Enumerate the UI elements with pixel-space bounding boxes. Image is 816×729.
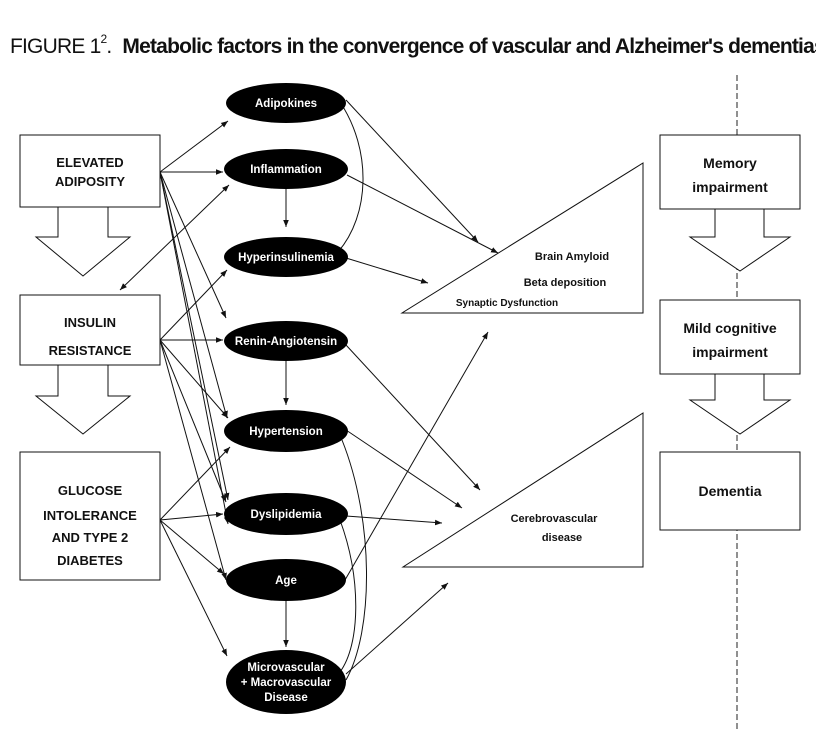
outcome-triangles: Brain Amyloid Beta deposition Synaptic D… <box>400 162 644 568</box>
ellipse-renin-angiotensin <box>224 321 348 361</box>
ellipse-microvascular-line-1: Microvascular <box>247 662 325 674</box>
box-mild-cognitive-impairment <box>659 299 801 375</box>
down-arrow-memory-mci <box>688 207 792 272</box>
arrow-insulin-hypertension <box>159 339 229 419</box>
arrow-inflammation-insulin <box>119 184 230 291</box>
ellipse-hyperinsulinemia <box>224 237 348 277</box>
arrow-age-amyloid <box>344 331 489 581</box>
arrow-adiposity-dyslipidemia <box>159 171 230 501</box>
ellipse-age-label: Age <box>275 575 297 587</box>
down-arrow-mci-dementia <box>688 373 792 435</box>
box-elevated-adiposity <box>19 134 161 208</box>
arrow-insulin-age <box>159 339 227 581</box>
arrow-adiposity-age <box>159 171 230 525</box>
left-boxes: ELEVATED ADIPOSITY INSULIN RESISTANCE GL… <box>19 134 161 581</box>
ellipse-hypertension-label: Hypertension <box>249 426 323 438</box>
box-mci-line-2: impairment <box>692 344 768 360</box>
box-insulin-resistance-line-2: RESISTANCE <box>49 343 132 358</box>
ellipse-microvascular-disease <box>226 650 346 714</box>
box-mci-line-1: Mild cognitive <box>683 320 777 336</box>
ellipse-adipokines-label: Adipokines <box>255 98 317 110</box>
triangle-amyloid-line-3: Synaptic Dysfunction <box>456 298 558 309</box>
arrow-glucose-dyslipidemia <box>159 511 224 521</box>
arrow-adiposity-hypertension <box>159 171 228 419</box>
arrow-renin-cerebro <box>345 344 481 491</box>
arrow-microvascular-cerebro <box>345 582 449 675</box>
arrow-inflammation-amyloid <box>346 174 499 254</box>
ellipse-age <box>226 559 346 601</box>
box-glucose-intolerance-line-4: DIABETES <box>57 553 123 568</box>
ellipse-renin-angiotensin-label: Renin-Angiotensin <box>235 336 337 348</box>
box-elevated-adiposity-line-2: ADIPOSITY <box>55 174 125 189</box>
ellipse-adipokines <box>226 83 346 123</box>
arrow-hypertension-cerebro <box>345 429 463 509</box>
ellipse-inflammation <box>224 149 348 189</box>
arrow-hyperinsulinemia-amyloid <box>345 257 429 284</box>
triangle-cerebro-line-2: disease <box>542 532 582 544</box>
figure-title-text: Metabolic factors in the convergence of … <box>122 35 816 58</box>
triangle-cerebrovascular <box>401 412 644 568</box>
box-glucose-intolerance-line-1: GLUCOSE <box>58 483 123 498</box>
box-memory-impairment-line-2: impairment <box>692 179 768 195</box>
box-memory-impairment-line-1: Memory <box>703 155 757 171</box>
arrow-adiposity-adipokines <box>159 120 229 173</box>
triangle-amyloid-line-2: Beta deposition <box>524 277 607 289</box>
ellipse-microvascular-line-3: Disease <box>264 692 307 704</box>
ellipse-dyslipidemia <box>224 493 348 535</box>
ellipse-inflammation-label: Inflammation <box>250 164 322 176</box>
down-arrow-insulin-glucose <box>34 363 132 435</box>
down-arrow-adiposity-insulin <box>34 206 132 277</box>
curve-adipokines-hyperinsulinemia <box>337 101 364 253</box>
arrow-glucose-hypertension <box>159 446 231 521</box>
ellipse-hypertension <box>224 410 348 452</box>
arrow-dyslipidemia-cerebro <box>345 515 443 526</box>
ellipse-microvascular-line-2: + Macrovascular <box>241 677 332 689</box>
box-memory-impairment <box>659 134 801 210</box>
arrow-glucose-microvascular <box>159 519 228 657</box>
box-glucose-intolerance-line-3: AND TYPE 2 <box>52 530 129 545</box>
arrow-adiposity-renin <box>159 171 227 319</box>
box-insulin-resistance-line-1: INSULIN <box>64 315 116 330</box>
figure-title: FIGURE 12. Metabolic factors in the conv… <box>10 32 816 59</box>
mediator-ellipses: Adipokines Inflammation Hyperinsulinemia… <box>224 83 348 714</box>
box-glucose-intolerance-line-2: INTOLERANCE <box>43 508 137 523</box>
box-dementia <box>659 451 801 531</box>
triangle-cerebro-line-1: Cerebrovascular <box>511 513 599 525</box>
box-dementia-label: Dementia <box>698 483 761 499</box>
box-elevated-adiposity-line-1: ELEVATED <box>56 155 123 170</box>
curve-hypertension-microvascular <box>341 439 367 681</box>
arrow-insulin-dyslipidemia <box>159 339 227 503</box>
arrow-insulin-hyperinsulinemia <box>159 269 228 341</box>
figure-label: FIGURE 12. <box>10 32 112 58</box>
ellipse-hyperinsulinemia-label: Hyperinsulinemia <box>238 252 334 264</box>
right-flow-arrows <box>688 207 792 435</box>
figure-reference: 2 <box>100 32 107 46</box>
arrow-glucose-age <box>159 519 225 575</box>
right-boxes: Memory impairment Mild cognitive impairm… <box>659 134 801 531</box>
arrow-adipokines-amyloid <box>345 99 479 243</box>
curve-dyslipidemia-microvascular <box>339 519 357 673</box>
arrow-layer <box>119 99 499 681</box>
triangle-amyloid-line-1: Brain Amyloid <box>535 251 609 263</box>
left-flow-arrows <box>34 206 132 435</box>
box-insulin-resistance <box>19 294 161 366</box>
box-glucose-intolerance <box>19 451 161 581</box>
triangle-brain-amyloid <box>400 162 644 314</box>
ellipse-dyslipidemia-label: Dyslipidemia <box>251 509 323 521</box>
